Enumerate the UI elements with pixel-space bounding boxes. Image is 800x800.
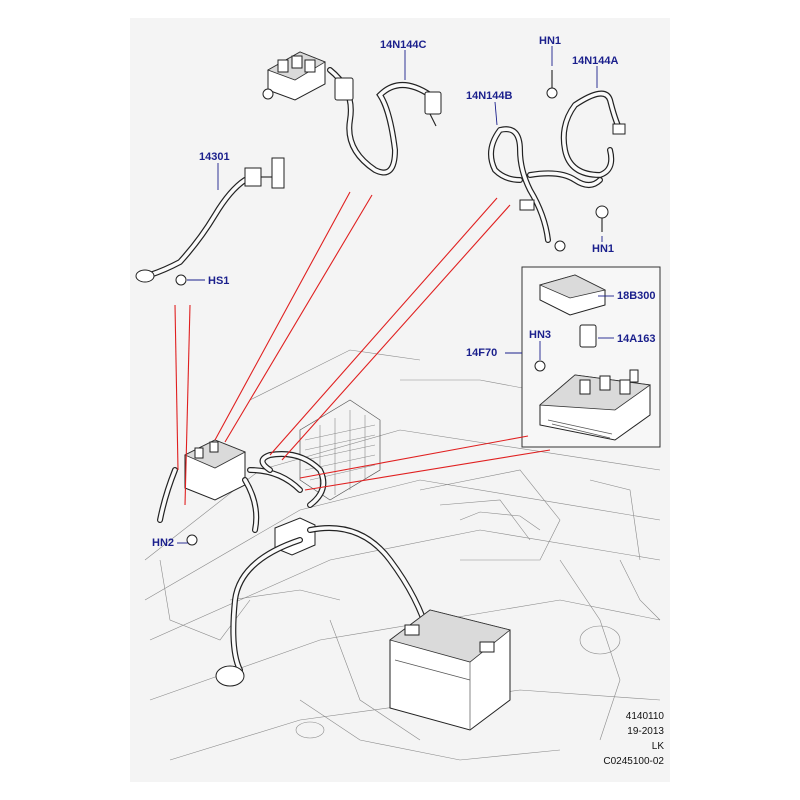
battery bbox=[389, 609, 511, 731]
callout-14f70: 14F70 bbox=[466, 347, 498, 359]
callout-14n144c: 14N144C bbox=[380, 39, 427, 51]
callout-hs1: HS1 bbox=[208, 275, 230, 287]
callout-14n144a: 14N144A bbox=[572, 55, 619, 67]
callout-18b300: 18B300 bbox=[617, 290, 656, 302]
footer-illustration-number: 4140110 bbox=[625, 711, 664, 722]
part-14n144b bbox=[488, 126, 609, 252]
installed-harness bbox=[157, 439, 433, 687]
callout-leaders bbox=[177, 46, 614, 544]
callout-hn1-top: HN1 bbox=[539, 35, 562, 47]
part-14n144c bbox=[262, 51, 442, 176]
callout-14301: 14301 bbox=[199, 151, 230, 163]
red-reference-lines bbox=[174, 191, 551, 506]
callout-14a163: 14A163 bbox=[617, 333, 656, 345]
part-14f70-inset bbox=[521, 266, 661, 448]
footer-date: 19-2013 bbox=[627, 726, 664, 737]
footer-model-code: LK bbox=[651, 741, 664, 752]
part-14n144a bbox=[546, 70, 626, 179]
part-14301 bbox=[135, 157, 285, 286]
callout-14n144b: 14N144B bbox=[466, 90, 513, 102]
storage-tray bbox=[299, 399, 381, 501]
callout-hn1-bottom: HN1 bbox=[592, 243, 615, 255]
callout-hn2: HN2 bbox=[152, 537, 175, 549]
callout-hn3: HN3 bbox=[529, 329, 552, 341]
vehicle-floor-outline bbox=[144, 349, 661, 761]
footer-drawing-id: C0245100-02 bbox=[603, 756, 664, 767]
